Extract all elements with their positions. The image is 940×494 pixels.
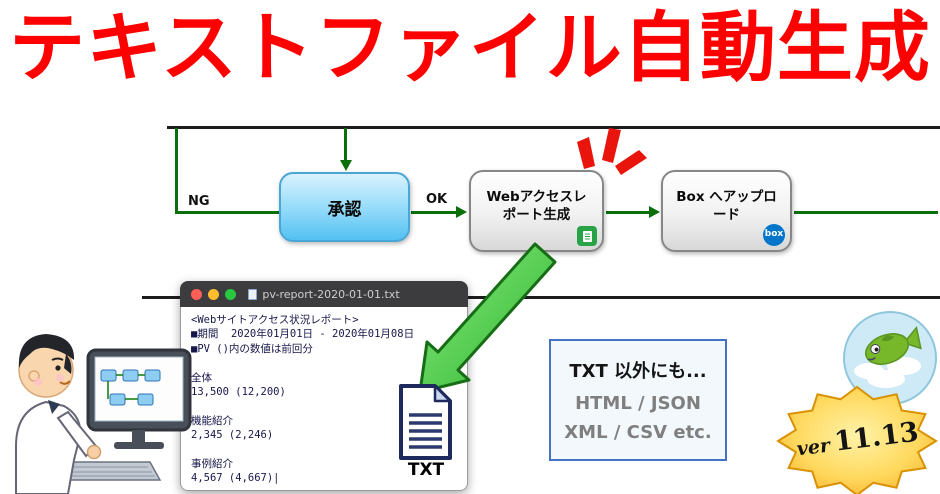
terminal-text-line: ■期間 2020年01月01日 - 2020年01月08日: [191, 328, 415, 341]
ok-flow-line: [411, 211, 457, 214]
ng-label: NG: [188, 194, 210, 209]
arrow-right-icon: [649, 206, 660, 218]
keyboard-illustration: [42, 461, 162, 481]
workflow-node-web-report[interactable]: Webアクセスレポート生成: [469, 170, 604, 252]
terminal-text-line: <Webサイトアクセス状況レポート>: [191, 314, 359, 326]
terminal-text-line: [191, 443, 457, 457]
version-badge-text: ver11.13: [779, 415, 937, 465]
monitor-illustration: [86, 348, 192, 449]
ng-flow-line-vertical: [175, 128, 178, 212]
ok-label: OK: [426, 192, 448, 207]
terminal-text-line: 4,567 (4,667)|: [191, 472, 280, 485]
txt-file-label: TXT: [407, 460, 445, 480]
page-title: テキストファイル自動生成: [9, 3, 931, 92]
document-icon: [248, 288, 258, 300]
mascot-fish-icon: [843, 311, 937, 405]
terminal-text-line: ■PV ()内の数値は前回分: [191, 342, 313, 355]
minimize-button[interactable]: [208, 289, 219, 300]
terminal-text-line: 事例紹介: [191, 458, 233, 471]
workflow-node-box-upload[interactable]: Box へアップロード box: [661, 170, 792, 252]
person-illustration: [15, 334, 102, 494]
formats-line-1: TXT 以外にも...: [569, 361, 707, 382]
terminal-text-line: 機能紹介: [191, 414, 233, 427]
lane-top-border: [167, 126, 940, 129]
terminal-text-line: 13,500 (12,200): [191, 386, 286, 399]
report-file-icon: [577, 226, 597, 246]
person-at-computer-illustration: [15, 334, 192, 494]
terminal-text-line: [191, 356, 457, 370]
window-title: pv-report-2020-01-01.txt: [262, 287, 400, 301]
workflow-node-approval[interactable]: 承認: [279, 172, 410, 242]
ng-flow-line-horizontal: [175, 211, 279, 214]
terminal-text-line: [191, 399, 457, 413]
version-number: 11.13: [832, 416, 921, 458]
formats-line-2: HTML / JSON: [575, 393, 701, 414]
box-icon: box: [763, 224, 785, 246]
approval-node-label: 承認: [327, 199, 362, 220]
arrow-down-icon: [340, 160, 352, 171]
zoom-button[interactable]: [225, 289, 236, 300]
box-upload-node-label: Box へアップロード: [676, 189, 777, 223]
incoming-flow-line: [344, 128, 347, 162]
terminal-titlebar[interactable]: pv-report-2020-01-01.txt: [180, 281, 468, 307]
arrow-right-icon: [456, 206, 467, 218]
close-button[interactable]: [191, 289, 202, 300]
report-to-box-flow-line: [606, 211, 650, 214]
web-report-node-label: Webアクセスレポート生成: [486, 189, 587, 223]
terminal-text-line: 2,345 (2,246): [191, 429, 274, 442]
formats-callout: TXT 以外にも... HTML / JSON XML / CSV etc.: [549, 339, 727, 461]
outgoing-flow-line: [794, 211, 938, 214]
version-prefix: ver: [795, 434, 832, 461]
formats-line-3: XML / CSV etc.: [564, 422, 712, 443]
terminal-text-line: 全体: [191, 371, 212, 384]
